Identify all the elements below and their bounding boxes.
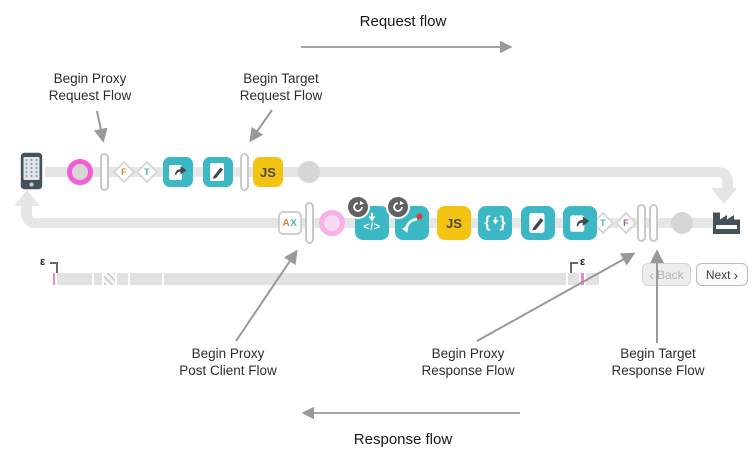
chevron-left-icon: ‹ <box>649 266 654 283</box>
annotation-arrow-target-request <box>249 109 273 143</box>
label-line: Begin Target <box>620 346 696 361</box>
pencil-policy-icon[interactable] <box>521 206 555 240</box>
forward-policy-icon[interactable] <box>163 157 193 187</box>
ax-letter: A <box>282 217 291 229</box>
code-policy-icon[interactable]: </> <box>355 206 389 240</box>
response-wrap-corner <box>21 206 49 228</box>
pencil-policy-icon[interactable] <box>203 157 233 187</box>
label-line: Request Flow <box>239 88 323 103</box>
label-line: Begin Target <box>243 71 319 86</box>
timeline-segment[interactable] <box>94 273 102 285</box>
request-start-marker[interactable] <box>67 159 93 185</box>
request-end-marker[interactable] <box>298 161 320 183</box>
timeline-segment[interactable] <box>117 273 128 285</box>
begin-proxy-response-flow-bar[interactable] <box>637 204 646 242</box>
timeline-cursor-tick[interactable] <box>581 273 584 285</box>
js-policy-icon[interactable]: JS <box>437 206 471 240</box>
response-flow-title: Response flow <box>353 431 453 448</box>
label-line: Response Flow <box>421 363 515 378</box>
label-line: Response Flow <box>611 363 705 378</box>
condition-diamond-true[interactable]: T <box>135 160 159 184</box>
annotation-arrow-post-client <box>235 249 298 342</box>
back-button[interactable]: ‹ Back <box>642 263 691 286</box>
response-start-marker[interactable] <box>319 210 345 236</box>
ax-letter: X <box>290 217 298 229</box>
begin-proxy-request-flow-bar[interactable] <box>100 153 109 191</box>
forward-policy-icon[interactable] <box>563 206 597 240</box>
epsilon-right-bracket <box>570 262 578 273</box>
next-button[interactable]: Next › <box>696 263 748 286</box>
response-wrap-arrowhead-icon <box>14 190 40 206</box>
js-label: JS <box>446 215 462 231</box>
label-begin-target-response-flow: Begin Target Response Flow <box>588 345 728 379</box>
timeline-segment[interactable] <box>57 273 92 285</box>
begin-target-request-flow-bar[interactable] <box>240 153 249 191</box>
request-flow-title: Request flow <box>359 13 447 30</box>
timeline-scrubber[interactable] <box>53 273 599 285</box>
timeline-segment-hatched[interactable] <box>104 273 115 285</box>
timeline-segment[interactable] <box>586 273 599 285</box>
braces-policy-icon[interactable]: { } <box>478 206 512 240</box>
condition-label: T <box>600 218 606 228</box>
label-line: Begin Proxy <box>53 71 127 86</box>
request-wrap-arrowhead-icon <box>711 188 737 204</box>
timeline-cursor-tick[interactable] <box>53 273 55 285</box>
condition-diamond-false[interactable]: F <box>112 160 136 184</box>
brace-glyph: } <box>499 214 506 231</box>
condition-label: T <box>144 167 150 177</box>
timeline-segment[interactable] <box>568 273 579 285</box>
js-label: JS <box>260 164 276 180</box>
condition-label: F <box>623 218 629 228</box>
callout-policy-icon[interactable] <box>395 206 429 240</box>
backend-factory-icon <box>711 206 742 236</box>
epsilon-left-label: ε <box>40 256 46 268</box>
label-begin-proxy-request-flow: Begin Proxy Request Flow <box>20 70 160 104</box>
back-button-label: Back <box>656 267 684 282</box>
epsilon-left-bracket <box>50 262 58 273</box>
annotation-arrow-proxy-request <box>93 110 108 143</box>
request-flow-track <box>45 167 708 177</box>
brace-glyph: { <box>484 214 491 231</box>
code-glyph: </> <box>363 221 381 233</box>
next-button-label: Next <box>705 267 731 282</box>
epsilon-right-label: ε <box>580 256 586 268</box>
timeline-segment[interactable] <box>164 273 566 285</box>
label-line: Begin Proxy <box>431 346 505 361</box>
label-line: Post Client Flow <box>179 363 277 378</box>
response-end-marker[interactable] <box>671 212 693 234</box>
label-begin-target-request-flow: Begin Target Request Flow <box>211 70 351 104</box>
timeline-segment[interactable] <box>130 273 162 285</box>
label-begin-proxy-post-client-flow: Begin Proxy Post Client Flow <box>158 345 298 379</box>
begin-proxy-post-client-flow-bar[interactable] <box>305 202 314 244</box>
label-line: Begin Proxy <box>191 346 265 361</box>
loop-badge-icon <box>348 197 368 217</box>
client-phone-icon <box>20 152 43 190</box>
js-policy-icon[interactable]: JS <box>253 157 283 187</box>
condition-label: F <box>121 167 127 177</box>
label-line: Request Flow <box>48 88 132 103</box>
annotation-arrow-proxy-response <box>476 252 636 342</box>
loop-badge-icon <box>388 197 408 217</box>
label-begin-proxy-response-flow: Begin Proxy Response Flow <box>398 345 538 379</box>
begin-target-response-flow-bar[interactable] <box>649 204 658 242</box>
chevron-right-icon: › <box>733 266 739 283</box>
request-wrap-corner <box>703 167 733 189</box>
condition-diamond-false[interactable]: F <box>614 211 638 235</box>
